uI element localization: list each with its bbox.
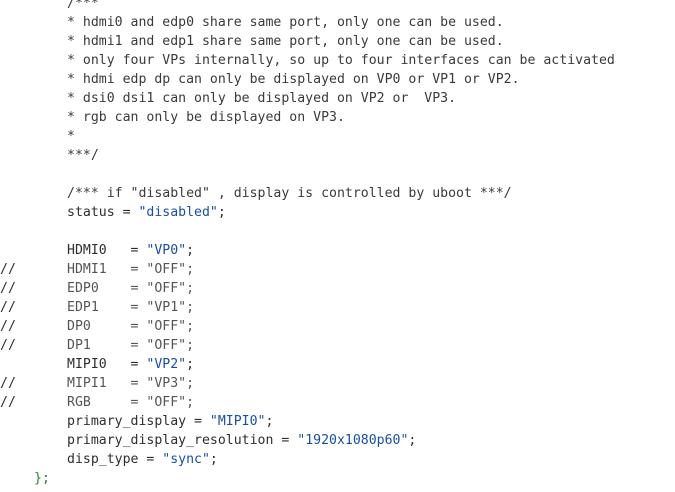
code-token: ;	[408, 433, 417, 448]
code-token: ;	[217, 205, 226, 220]
code-text: DP0 = "OFF";	[67, 317, 194, 336]
code-text: MIPI0 = "VP2";	[67, 355, 194, 374]
code-line[interactable]: // HDMI1 = "OFF";	[0, 260, 675, 279]
code-line[interactable]	[0, 222, 675, 241]
code-token: primary_display =	[67, 414, 210, 429]
code-line[interactable]: primary_display_resolution = "1920x1080p…	[0, 431, 675, 450]
code-line[interactable]: // RGB = "OFF";	[0, 393, 675, 412]
code-text: HDMI1 = "OFF";	[67, 260, 194, 279]
code-text: HDMI0 = "VP0";	[67, 241, 194, 260]
code-text: /***	[67, 0, 99, 13]
code-line[interactable]: HDMI0 = "VP0";	[0, 241, 675, 260]
code-token: ;	[265, 414, 274, 429]
code-line[interactable]: primary_display = "MIPI0";	[0, 412, 675, 431]
code-token: status =	[67, 205, 139, 220]
comment-token: /*** if "disabled" , display is controll…	[67, 186, 512, 201]
code-line[interactable]: /***	[0, 0, 675, 13]
code-text: * hdmi0 and edp0 share same port, only o…	[67, 13, 504, 32]
comment-token: * rgb can only be displayed on VP3.	[67, 110, 345, 125]
string-token: "disabled"	[138, 205, 218, 220]
string-token: "1920x1080p60"	[297, 433, 409, 448]
comment-token: *	[67, 129, 75, 144]
code-text: disp_type = "sync";	[67, 450, 218, 469]
code-text: RGB = "OFF";	[67, 393, 194, 412]
code-text: MIPI1 = "VP3";	[67, 374, 194, 393]
code-token: HDMI0 =	[67, 243, 147, 258]
code-token: MIPI1 = "VP3";	[67, 376, 195, 391]
comment-marker: //	[0, 376, 16, 391]
code-line[interactable]	[0, 165, 675, 184]
code-line[interactable]: * only four VPs internally, so up to fou…	[0, 51, 675, 70]
code-line[interactable]: * hdmi0 and edp0 share same port, only o…	[0, 13, 675, 32]
code-text: EDP0 = "OFF";	[67, 279, 194, 298]
code-line[interactable]: MIPI0 = "VP2";	[0, 355, 675, 374]
code-token: RGB = "OFF";	[67, 395, 195, 410]
code-line[interactable]: };	[0, 469, 675, 488]
code-line[interactable]: /*** if "disabled" , display is controll…	[0, 184, 675, 203]
string-token: "MIPI0"	[209, 414, 266, 429]
code-token: ;	[209, 452, 218, 467]
code-text: ***/	[67, 146, 99, 165]
code-line[interactable]: // DP0 = "OFF";	[0, 317, 675, 336]
code-text: status = "disabled";	[67, 203, 226, 222]
code-token: EDP1 = "VP1";	[67, 300, 195, 315]
code-line[interactable]: ***/	[0, 146, 675, 165]
code-token: disp_type =	[67, 452, 163, 467]
code-text: * rgb can only be displayed on VP3.	[67, 108, 345, 127]
code-token: EDP0 = "OFF";	[67, 281, 195, 296]
comment-marker: //	[0, 300, 16, 315]
code-text: EDP1 = "VP1";	[67, 298, 194, 317]
comment-token: * hdmi0 and edp0 share same port, only o…	[67, 15, 504, 30]
code-text: * hdmi1 and edp1 share same port, only o…	[67, 32, 504, 51]
code-token: };	[34, 471, 50, 486]
string-token: "sync"	[162, 452, 210, 467]
code-line[interactable]: * rgb can only be displayed on VP3.	[0, 108, 675, 127]
code-line[interactable]: disp_type = "sync";	[0, 450, 675, 469]
code-line[interactable]: * hdmi edp dp can only be displayed on V…	[0, 70, 675, 89]
code-line[interactable]: // EDP1 = "VP1";	[0, 298, 675, 317]
code-text: * only four VPs internally, so up to fou…	[67, 51, 615, 70]
comment-token: /***	[67, 0, 99, 11]
comment-marker: //	[0, 395, 16, 410]
code-text: };	[34, 469, 50, 488]
code-token: ;	[186, 357, 195, 372]
code-line[interactable]: * hdmi1 and edp1 share same port, only o…	[0, 32, 675, 51]
code-text: primary_display_resolution = "1920x1080p…	[67, 431, 416, 450]
comment-token: * hdmi edp dp can only be displayed on V…	[67, 72, 520, 87]
string-token: "VP0"	[146, 243, 187, 258]
code-token: DP1 = "OFF";	[67, 338, 195, 353]
code-token: ;	[186, 243, 195, 258]
code-text: *	[67, 127, 75, 146]
comment-marker: //	[0, 262, 16, 277]
code-token: MIPI0 =	[67, 357, 147, 372]
code-token: HDMI1 = "OFF";	[67, 262, 195, 277]
comment-token: * dsi0 dsi1 can only be displayed on VP2…	[67, 91, 457, 106]
code-line[interactable]: // DP1 = "OFF";	[0, 336, 675, 355]
comment-token: * hdmi1 and edp1 share same port, only o…	[67, 34, 504, 49]
comment-marker: //	[0, 338, 16, 353]
comment-marker: //	[0, 319, 16, 334]
code-token: DP0 = "OFF";	[67, 319, 195, 334]
code-line[interactable]: // EDP0 = "OFF";	[0, 279, 675, 298]
comment-token: * only four VPs internally, so up to fou…	[67, 53, 615, 68]
code-text: primary_display = "MIPI0";	[67, 412, 273, 431]
code-text: /*** if "disabled" , display is controll…	[67, 184, 512, 203]
code-line[interactable]: // MIPI1 = "VP3";	[0, 374, 675, 393]
code-text: * dsi0 dsi1 can only be displayed on VP2…	[67, 89, 456, 108]
string-token: "VP2"	[146, 357, 187, 372]
comment-marker: //	[0, 281, 16, 296]
comment-token: ***/	[67, 148, 99, 163]
code-line[interactable]: status = "disabled";	[0, 203, 675, 222]
code-line[interactable]: *	[0, 127, 675, 146]
code-text: * hdmi edp dp can only be displayed on V…	[67, 70, 520, 89]
code-token: primary_display_resolution =	[67, 433, 298, 448]
code-text: DP1 = "OFF";	[67, 336, 194, 355]
code-line[interactable]: * dsi0 dsi1 can only be displayed on VP2…	[0, 89, 675, 108]
